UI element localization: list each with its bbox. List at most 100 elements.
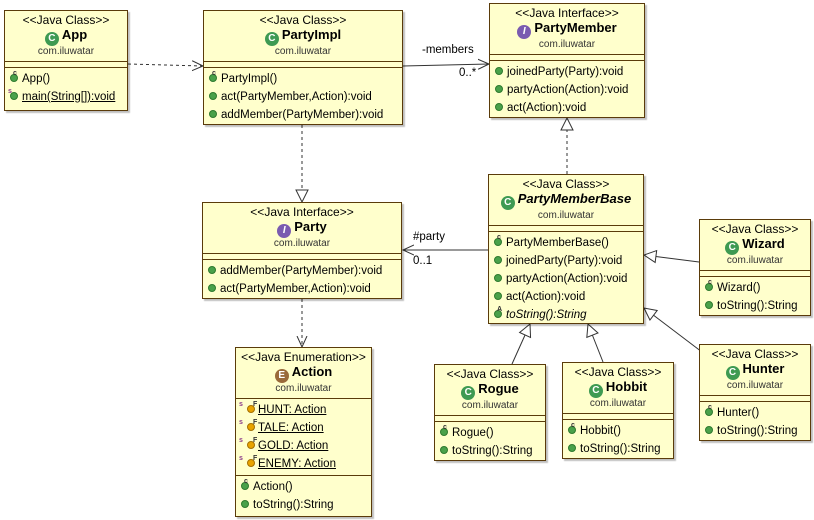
package-name: com.iluwatar bbox=[538, 39, 596, 50]
public-method-icon bbox=[705, 301, 713, 309]
public-method-icon bbox=[494, 256, 502, 264]
class-icon: C bbox=[725, 366, 740, 380]
class-name: Hobbit bbox=[605, 379, 648, 394]
method-row: toString():String bbox=[705, 297, 805, 315]
public-method-icon bbox=[440, 428, 448, 436]
class-name: PartyMemberBase bbox=[517, 191, 632, 206]
package-name: com.iluwatar bbox=[537, 210, 595, 221]
public-method-icon bbox=[209, 110, 217, 118]
gen-hunter-pmb bbox=[644, 308, 703, 353]
constructor-icon bbox=[241, 482, 249, 490]
gen-wizard-pmb bbox=[644, 255, 700, 262]
abstract-class-icon: C bbox=[500, 196, 515, 210]
public-method-icon bbox=[208, 284, 216, 292]
members-role-label: -members bbox=[422, 44, 474, 56]
fields-section bbox=[490, 55, 644, 61]
party-multiplicity-label: 0..1 bbox=[413, 255, 433, 267]
method-row: act(Action):void bbox=[495, 99, 639, 117]
public-method-icon bbox=[494, 238, 502, 246]
method-row: act(PartyMember,Action):void bbox=[209, 88, 397, 106]
stereotype: <<Java Class>> bbox=[574, 365, 662, 379]
enum-icon: E bbox=[274, 369, 289, 383]
static-final-field-icon bbox=[247, 441, 255, 449]
assoc-partyimpl-partymember bbox=[402, 64, 489, 66]
methods-section: joinedParty(Party):void partyAction(Acti… bbox=[490, 61, 644, 119]
dep-app-partyimpl bbox=[127, 64, 203, 66]
public-method-icon bbox=[495, 85, 503, 93]
stereotype: <<Java Class>> bbox=[446, 367, 534, 381]
public-method-icon bbox=[208, 266, 216, 274]
public-method-icon bbox=[241, 500, 249, 508]
class-icon: C bbox=[588, 384, 603, 398]
class-name: App bbox=[61, 27, 88, 42]
package-name: com.iluwatar bbox=[726, 255, 784, 266]
method-row: addMember(PartyMember):void bbox=[208, 262, 396, 280]
public-static-method-icon bbox=[10, 92, 18, 100]
interface-icon: I bbox=[277, 224, 292, 238]
method-row: joinedParty(Party):void bbox=[495, 63, 639, 81]
method-row: toString():String bbox=[241, 496, 366, 514]
package-name: com.iluwatar bbox=[726, 380, 784, 391]
method-row: toString():String bbox=[705, 422, 805, 440]
stereotype: <<Java Class>> bbox=[711, 222, 799, 236]
public-method-icon bbox=[568, 444, 576, 452]
gen-hobbit-pmb bbox=[588, 324, 604, 363]
fields-section bbox=[489, 226, 643, 232]
class-name: Rogue bbox=[478, 381, 519, 396]
public-method-icon bbox=[705, 283, 713, 291]
fields-section bbox=[435, 416, 545, 422]
stereotype: <<Java Interface>> bbox=[250, 205, 354, 219]
method-row: partyAction(Action):void bbox=[495, 81, 639, 99]
method-row: toString():String bbox=[568, 440, 668, 458]
stereotype: <<Java Class>> bbox=[522, 177, 610, 191]
class-icon: C bbox=[725, 241, 740, 255]
package-name: com.iluwatar bbox=[37, 46, 95, 57]
class-name: Action bbox=[291, 364, 333, 379]
stereotype: <<Java Enumeration>> bbox=[241, 350, 366, 364]
fields-section bbox=[700, 271, 810, 277]
public-method-icon bbox=[440, 446, 448, 454]
gen-rogue-pmb bbox=[511, 324, 530, 365]
public-method-icon bbox=[494, 292, 502, 300]
method-row: act(PartyMember,Action):void bbox=[208, 280, 396, 298]
package-name: com.iluwatar bbox=[461, 400, 519, 411]
class-icon: C bbox=[264, 32, 279, 46]
stereotype: <<Java Interface>> bbox=[515, 6, 619, 20]
package-name: com.iluwatar bbox=[274, 46, 332, 57]
